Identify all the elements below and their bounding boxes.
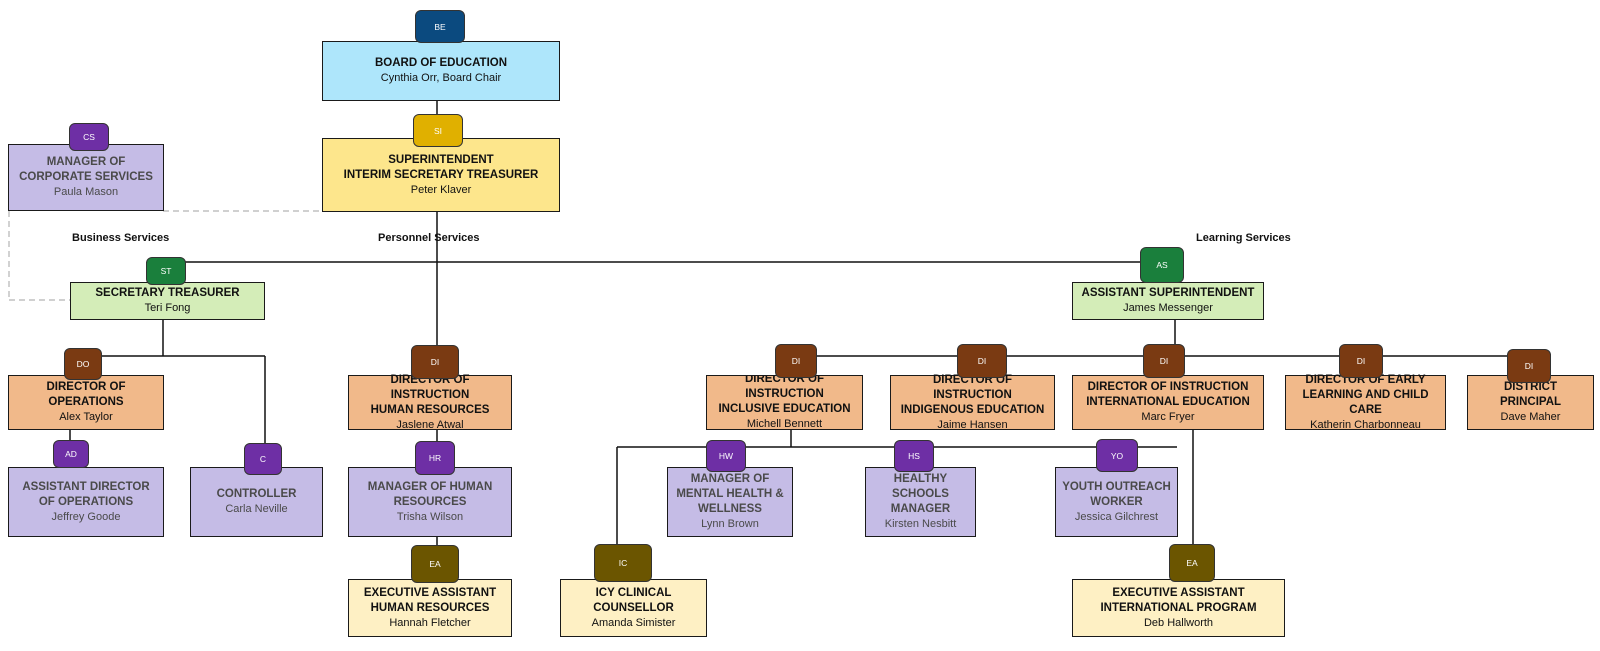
badge-ic: IC [594,544,652,582]
node-person: Paula Mason [53,186,119,198]
node-director-early-learning[interactable]: DIRECTOR OF EARLY LEARNING AND CHILD CAR… [1285,373,1446,431]
node-title: HEALTHY SCHOOLS MANAGER [890,473,951,515]
badge-c: C [244,443,282,475]
node-icy-clinical-counsellor[interactable]: ICY CLINICAL COUNSELLOR Amanda Simister [560,579,707,637]
node-title: DISTRICT PRINCIPAL [1499,381,1562,408]
node-title: YOUTH OUTREACH WORKER [1062,480,1171,508]
node-title: DIRECTOR OF INSTRUCTION INTERNATIONAL ED… [1086,381,1250,408]
node-title: MANAGER OF CORPORATE SERVICES [19,156,153,183]
node-title: ASSISTANT DIRECTOR OF OPERATIONS [22,480,150,508]
node-person: Hannah Fletcher [389,616,471,629]
node-title: ICY CLINICAL COUNSELLOR [593,586,674,614]
node-director-operations[interactable]: DIRECTOR OF OPERATIONS Alex Taylor [8,375,164,430]
node-executive-assistant-international[interactable]: EXECUTIVE ASSISTANT INTERNATIONAL PROGRA… [1072,579,1285,637]
node-manager-human-resources[interactable]: MANAGER OF HUMAN RESOURCES Trisha Wilson [348,467,512,537]
node-person: Carla Neville [225,503,288,515]
node-youth-outreach-worker[interactable]: YOUTH OUTREACH WORKER Jessica Gilchrest [1055,467,1178,537]
badge-hw: HW [706,440,746,472]
node-director-instruction-hr[interactable]: DIRECTOR OF INSTRUCTION HUMAN RESOURCES … [348,373,512,431]
node-person: Lynn Brown [701,518,759,530]
section-personnel-label: Personnel Services [378,232,480,244]
badge-di-early: DI [1339,344,1383,378]
node-person: Amanda Simister [591,616,676,629]
node-person: James Messenger [1123,302,1213,314]
badge-as: AS [1140,247,1184,283]
node-title: ASSISTANT SUPERINTENDENT [1081,287,1255,299]
node-title: DIRECTOR OF EARLY LEARNING AND CHILD CAR… [1302,373,1429,416]
node-district-principal[interactable]: DISTRICT PRINCIPAL Dave Maher [1467,375,1594,430]
node-person: Michell Bennett [746,418,823,430]
node-person: Jaime Hansen [937,418,1008,431]
node-person: Alex Taylor [59,411,113,423]
node-title: MANAGER OF HUMAN RESOURCES [367,480,493,508]
badge-di-hr: DI [411,345,459,379]
section-business-label: Business Services [72,232,170,244]
badge-ea-international: EA [1169,544,1215,582]
node-person: Teri Fong [144,302,191,314]
section-learning-label: Learning Services [1196,232,1291,244]
node-person: Jaslene Atwal [396,418,464,431]
node-secretary-treasurer[interactable]: SECRETARY TREASURER Teri Fong [70,282,265,320]
node-person: Jeffrey Goode [51,510,121,523]
badge-di-international: DI [1143,344,1185,378]
node-title: DIRECTOR OF INSTRUCTION INCLUSIVE EDUCAT… [718,375,851,415]
badge-st: ST [146,257,186,285]
node-person: Katherin Charbonneau [1310,418,1421,431]
node-person: Kirsten Nesbitt [884,518,957,530]
node-person: Peter Klaver [410,183,472,196]
node-title: DIRECTOR OF OPERATIONS [46,381,126,408]
node-title: MANAGER OF MENTAL HEALTH & WELLNESS [676,473,784,515]
node-title: SECRETARY TREASURER [95,287,240,299]
badge-yo: YO [1096,439,1138,472]
node-superintendent[interactable]: SUPERINTENDENT INTERIM SECRETARY TREASUR… [322,138,560,212]
badge-hr: HR [415,441,455,475]
node-title: CONTROLLER [216,488,297,500]
node-board-of-education[interactable]: BOARD OF EDUCATION Cynthia Orr, Board Ch… [322,41,560,101]
badge-ad: AD [53,440,89,468]
node-title: BOARD OF EDUCATION [374,57,508,69]
node-person: Cynthia Orr, Board Chair [380,72,502,84]
node-director-indigenous-education[interactable]: DIRECTOR OF INSTRUCTION INDIGENOUS EDUCA… [890,373,1055,431]
badge-ea-hr: EA [411,545,459,583]
node-title: SUPERINTENDENT INTERIM SECRETARY TREASUR… [343,153,539,181]
node-person: Deb Hallworth [1143,616,1214,629]
node-healthy-schools-manager[interactable]: HEALTHY SCHOOLS MANAGER Kirsten Nesbitt [865,467,976,537]
node-director-inclusive-education[interactable]: DIRECTOR OF INSTRUCTION INCLUSIVE EDUCAT… [706,375,863,430]
badge-di-indigenous: DI [957,344,1007,378]
node-controller[interactable]: CONTROLLER Carla Neville [190,467,323,537]
badge-si: SI [413,114,463,147]
node-person: Marc Fryer [1141,411,1195,423]
node-manager-corporate-services[interactable]: MANAGER OF CORPORATE SERVICES Paula Maso… [8,144,164,211]
badge-do: DO [64,348,102,380]
node-title: EXECUTIVE ASSISTANT INTERNATIONAL PROGRA… [1100,586,1257,614]
node-person: Jessica Gilchrest [1074,510,1159,523]
node-assistant-superintendent[interactable]: ASSISTANT SUPERINTENDENT James Messenger [1072,282,1264,320]
badge-hs: HS [894,440,934,472]
node-title: DIRECTOR OF INSTRUCTION HUMAN RESOURCES [370,373,490,416]
badge-di-district: DI [1507,349,1551,383]
node-title: DIRECTOR OF INSTRUCTION INDIGENOUS EDUCA… [900,373,1045,416]
node-title: EXECUTIVE ASSISTANT HUMAN RESOURCES [363,586,497,614]
node-executive-assistant-hr[interactable]: EXECUTIVE ASSISTANT HUMAN RESOURCES Hann… [348,579,512,637]
node-manager-mental-health[interactable]: MANAGER OF MENTAL HEALTH & WELLNESS Lynn… [667,467,793,537]
badge-be: BE [415,10,465,43]
badge-cs: CS [69,123,109,151]
node-person: Dave Maher [1500,411,1561,423]
badge-di-inclusive: DI [775,344,817,378]
node-person: Trisha Wilson [396,510,464,523]
node-director-international-education[interactable]: DIRECTOR OF INSTRUCTION INTERNATIONAL ED… [1072,375,1264,430]
node-assistant-director-operations[interactable]: ASSISTANT DIRECTOR OF OPERATIONS Jeffrey… [8,467,164,537]
